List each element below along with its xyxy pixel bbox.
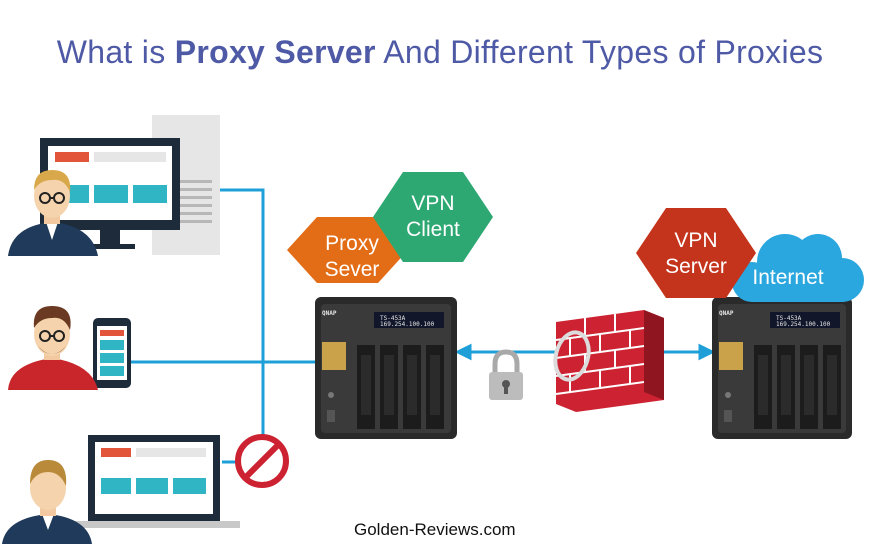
vpn-nas-device: QNAP TS-453A 169.254.100.100 bbox=[712, 297, 852, 439]
lock-icon bbox=[489, 349, 523, 400]
vpn-server-hexagon: VPN Server bbox=[636, 208, 756, 298]
vpn-server-label-1: VPN bbox=[674, 229, 717, 252]
user-avatar-1 bbox=[8, 170, 98, 256]
nas-brand-right: QNAP bbox=[719, 310, 734, 317]
proxy-sever-hexagon: Proxy Sever bbox=[287, 217, 408, 283]
vpn-server-label-2: Server bbox=[665, 255, 727, 278]
nas-ip-right: 169.254.100.100 bbox=[776, 321, 831, 328]
proxy-sever-label-2: Sever bbox=[325, 258, 380, 281]
desktop-computer bbox=[40, 115, 220, 255]
nas-model-right: TS-453A bbox=[776, 315, 802, 322]
internet-cloud: Internet bbox=[732, 234, 864, 302]
vpn-client-label-2: Client bbox=[406, 218, 460, 241]
title-suffix: And Different Types of Proxies bbox=[375, 34, 824, 70]
nas-model-left: TS-453A bbox=[380, 315, 406, 322]
user-avatar-2 bbox=[8, 306, 98, 390]
title-prefix: What is bbox=[56, 34, 175, 70]
internet-label: Internet bbox=[752, 266, 823, 289]
vpn-client-label-1: VPN bbox=[411, 192, 454, 215]
page-title: What is Proxy Server And Different Types… bbox=[0, 34, 880, 71]
proxy-sever-label-1: Proxy bbox=[325, 232, 379, 255]
nas-ip-left: 169.254.100.100 bbox=[380, 321, 435, 328]
firewall bbox=[553, 310, 664, 412]
laptop bbox=[70, 435, 240, 528]
blocked-icon bbox=[235, 434, 289, 488]
user-avatar-3 bbox=[2, 460, 92, 544]
mobile-phone bbox=[93, 318, 131, 388]
site-credit: Golden-Reviews.com bbox=[354, 520, 516, 539]
title-emphasis: Proxy Server bbox=[174, 34, 376, 70]
proxy-nas-device: QNAP TS-453A 169.254.100.100 bbox=[315, 297, 457, 439]
vpn-client-hexagon: VPN Client bbox=[373, 172, 493, 262]
nas-brand-left: QNAP bbox=[322, 310, 337, 317]
